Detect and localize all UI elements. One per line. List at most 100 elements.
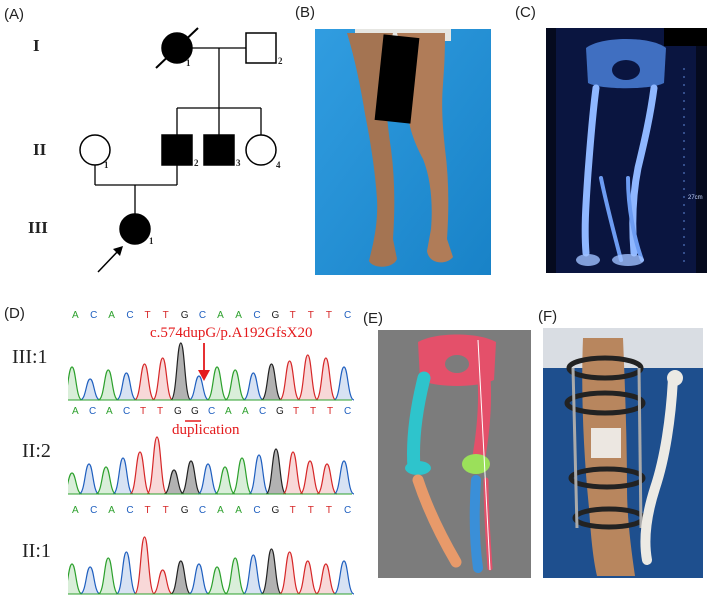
individual-I1-affected-deceased bbox=[155, 27, 199, 69]
base-call: C bbox=[253, 505, 261, 516]
base-call: C bbox=[344, 406, 352, 417]
chromatogram-peak bbox=[206, 366, 228, 401]
chromatogram-peak bbox=[243, 372, 264, 401]
base-call: C bbox=[126, 505, 134, 516]
base-call: T bbox=[325, 505, 332, 516]
base-call: C bbox=[89, 406, 97, 417]
base-call: C bbox=[90, 505, 98, 516]
chromatogram-peak bbox=[282, 451, 304, 495]
xray-ruler-label: 27cm bbox=[688, 195, 703, 201]
chromatogram-peak bbox=[78, 463, 100, 495]
individual-number-II3: 3 bbox=[236, 158, 241, 168]
chromatogram-peak bbox=[79, 566, 101, 595]
base-call: C bbox=[198, 505, 207, 516]
base-call: C bbox=[123, 406, 131, 417]
mutation-arrow bbox=[198, 343, 210, 381]
base-call: A bbox=[225, 406, 232, 417]
base-call: T bbox=[325, 310, 332, 321]
base-call: T bbox=[162, 310, 169, 321]
trace-label-III1: III:1 bbox=[12, 346, 48, 368]
base-call: T bbox=[144, 310, 151, 321]
panel-label-b: (B) bbox=[295, 4, 315, 21]
generation-label-1: I bbox=[33, 36, 40, 55]
chromatogram-peak bbox=[316, 463, 338, 495]
base-call: C bbox=[253, 310, 261, 321]
base-call: G bbox=[180, 310, 189, 321]
individual-number-III1: 1 bbox=[149, 236, 154, 246]
base-call: A bbox=[242, 406, 249, 417]
base-call: C bbox=[344, 505, 352, 516]
base-call: G bbox=[191, 406, 199, 417]
chromatogram-peak bbox=[315, 357, 337, 401]
chromatogram-peak bbox=[152, 569, 173, 595]
base-call: T bbox=[144, 505, 151, 516]
chromatogram-peak bbox=[333, 366, 355, 401]
chromatogram-peak bbox=[163, 469, 185, 495]
base-call: A bbox=[235, 310, 242, 321]
base-call: A bbox=[106, 406, 113, 417]
chromatogram-peak bbox=[197, 463, 219, 495]
base-call: T bbox=[162, 505, 169, 516]
base-call: T bbox=[157, 406, 164, 417]
individual-number-II2: 2 bbox=[194, 158, 199, 168]
chromatogram-peak bbox=[79, 378, 101, 401]
individual-II2-affected-male bbox=[161, 134, 193, 166]
chromatogram-peak bbox=[146, 436, 168, 495]
individual-II4-unaffected-female bbox=[245, 134, 277, 166]
base-call: A bbox=[108, 505, 115, 516]
base-call: C bbox=[126, 310, 134, 321]
chromatogram-peak bbox=[242, 554, 264, 595]
chromatogram-peak bbox=[333, 560, 355, 595]
chromatogram-peak bbox=[206, 566, 228, 595]
base-call: T bbox=[289, 310, 296, 321]
chromatogram-peak bbox=[115, 551, 137, 595]
chromatogram-peak bbox=[260, 548, 283, 595]
individual-II3-affected-male bbox=[203, 134, 235, 166]
duplication-annotation: duplication bbox=[172, 422, 240, 438]
chromatogram-peak bbox=[97, 369, 119, 401]
base-call: T bbox=[140, 406, 147, 417]
chromatogram-peak bbox=[279, 360, 301, 401]
individual-III1-proband-affected-female bbox=[119, 213, 151, 245]
base-call: A bbox=[217, 310, 224, 321]
privacy-bar bbox=[374, 34, 420, 124]
base-call: T bbox=[310, 406, 317, 417]
base-call: A bbox=[72, 310, 79, 321]
individual-number-II4: 4 bbox=[276, 160, 281, 170]
chromatogram-peak bbox=[129, 451, 151, 495]
chromatogram-peak bbox=[68, 366, 83, 401]
generation-label-3: III bbox=[28, 218, 48, 237]
base-call: C bbox=[198, 310, 207, 321]
base-call: A bbox=[72, 406, 79, 417]
xray-radiograph bbox=[546, 28, 707, 273]
chromatogram-peak bbox=[116, 372, 137, 401]
base-call: C bbox=[259, 406, 267, 417]
chromatogram-peak bbox=[152, 357, 174, 401]
panel-label-f: (F) bbox=[538, 308, 558, 325]
individual-number-I2: 2 bbox=[278, 56, 283, 66]
base-call: G bbox=[180, 505, 189, 516]
base-call: A bbox=[217, 505, 224, 516]
generation-label-2: II bbox=[33, 140, 47, 159]
base-call: G bbox=[271, 310, 280, 321]
chromatogram-peak bbox=[333, 460, 355, 495]
individual-I2-unaffected-male bbox=[245, 32, 277, 64]
base-call: C bbox=[208, 406, 216, 417]
chromatogram-peak bbox=[133, 536, 156, 595]
chromatogram-peak bbox=[112, 457, 134, 495]
chromatogram-peak bbox=[188, 563, 210, 595]
base-call: T bbox=[307, 505, 314, 516]
base-call: G bbox=[276, 406, 284, 417]
trace-label-II2: II:2 bbox=[22, 440, 51, 462]
chromatogram-peak bbox=[95, 466, 117, 495]
chromatogram-peak bbox=[224, 369, 246, 401]
duplication-underline bbox=[185, 420, 201, 422]
base-call: G bbox=[271, 505, 280, 516]
mutation-annotation: c.574dupG/p.A192GfsX20 bbox=[150, 325, 313, 341]
chromatogram-peak bbox=[68, 563, 83, 595]
chromatogram-peak bbox=[265, 448, 287, 495]
base-call: T bbox=[293, 406, 300, 417]
